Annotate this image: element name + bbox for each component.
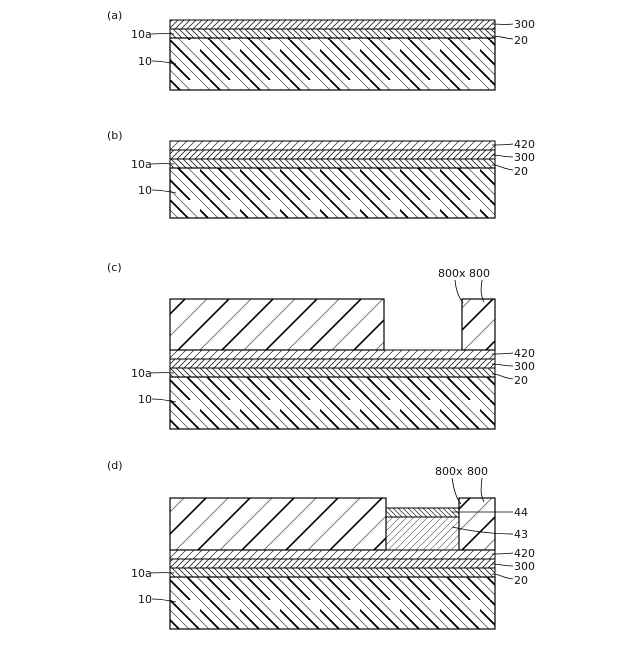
panel-label: (a) [107, 9, 122, 22]
panel-b: (b) 10a 10 420 300 20 [107, 129, 535, 218]
label-420: 420 [514, 547, 535, 560]
panel-a: (a) 10a 10 300 20 [107, 9, 535, 90]
mask-800-right [462, 299, 495, 350]
label-10: 10 [138, 184, 152, 197]
label-420: 420 [514, 347, 535, 360]
label-300: 300 [514, 560, 535, 573]
panel-label: (d) [107, 459, 123, 472]
substrate-10 [170, 577, 495, 629]
layer-420 [170, 550, 495, 559]
substrate-10 [170, 168, 495, 218]
layer-420 [170, 350, 495, 359]
label-20: 20 [514, 34, 528, 47]
mask-800-right [459, 498, 495, 550]
label-10a: 10a [131, 28, 152, 41]
panel-label: (b) [107, 129, 123, 142]
label-800: 800 [467, 465, 488, 478]
label-300: 300 [514, 18, 535, 31]
layer-300 [170, 559, 495, 568]
label-10a: 10a [131, 567, 152, 580]
layer-420 [170, 141, 495, 150]
layer-300 [170, 20, 495, 29]
layer-20 [170, 29, 495, 38]
substrate-10 [170, 38, 495, 90]
label-43: 43 [514, 528, 528, 541]
layer-300 [170, 359, 495, 368]
panel-label: (c) [107, 261, 122, 274]
layer-20 [170, 159, 495, 168]
label-20: 20 [514, 574, 528, 587]
label-10a: 10a [131, 158, 152, 171]
label-300: 300 [514, 151, 535, 164]
label-20: 20 [514, 374, 528, 387]
layer-300 [170, 150, 495, 159]
panel-c: (c) 800x 800 10a 10 420 300 20 [107, 261, 535, 429]
panel-d: (d) 800x 800 10a 10 44 43 420 300 20 [107, 459, 535, 629]
mask-800-left [170, 299, 384, 350]
label-300: 300 [514, 360, 535, 373]
label-800x: 800x [435, 465, 463, 478]
mask-800-left [170, 498, 386, 550]
label-420: 420 [514, 138, 535, 151]
label-10: 10 [138, 393, 152, 406]
label-10: 10 [138, 55, 152, 68]
label-800x: 800x [438, 267, 466, 280]
label-44: 44 [514, 506, 528, 519]
layer-44 [386, 508, 459, 517]
label-20: 20 [514, 165, 528, 178]
label-10a: 10a [131, 367, 152, 380]
label-10: 10 [138, 593, 152, 606]
substrate-10 [170, 377, 495, 429]
label-800: 800 [469, 267, 490, 280]
layer-20 [170, 368, 495, 377]
layer-43 [386, 517, 459, 550]
layer-20 [170, 568, 495, 577]
